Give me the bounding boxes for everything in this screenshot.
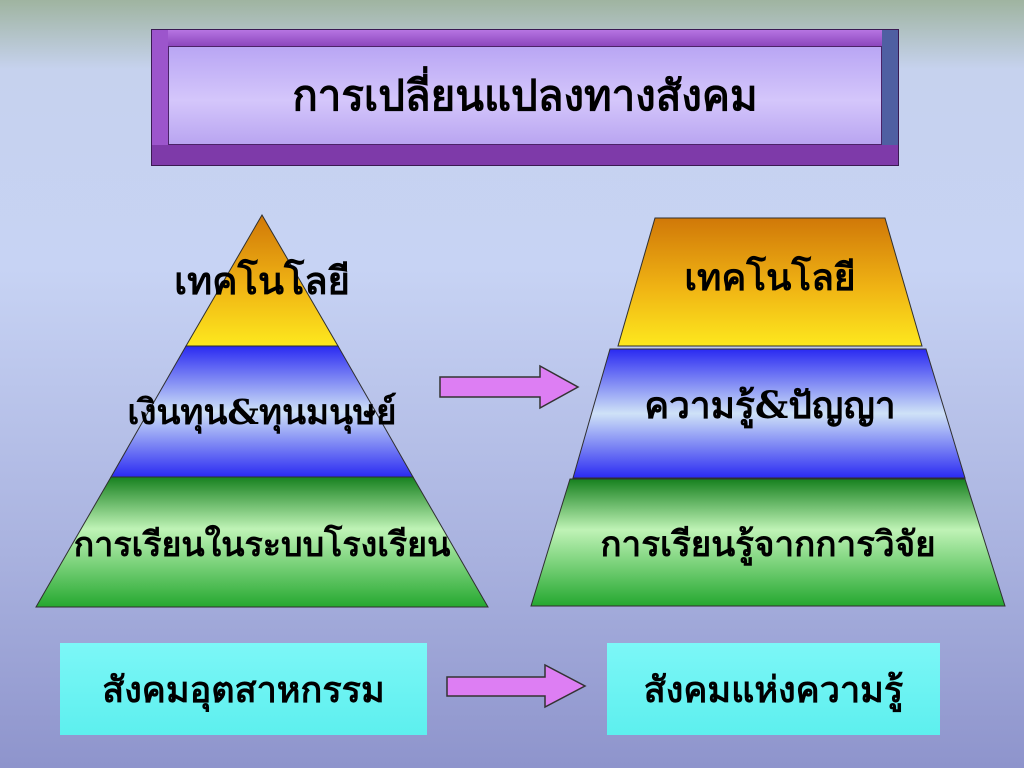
title-bevel-right: [882, 30, 898, 165]
arrow-right-icon: [446, 663, 587, 709]
industrial-society-label: สังคมอุตสาหกรรม: [60, 643, 427, 735]
arrow-right-icon: [439, 364, 580, 410]
page-title: การเปลี่ยนแปลงทางสังคม: [292, 70, 758, 120]
left-pyramid-middle-label: เงินทุน&ทุนมนุษย์: [127, 392, 396, 434]
title-banner: การเปลี่ยนแปลงทางสังคม: [151, 29, 899, 166]
left-pyramid-bottom-layer: [35, 476, 489, 608]
left-pyramid-top-label: เทคโนโลยี: [174, 258, 350, 303]
title-inner-panel: การเปลี่ยนแปลงทางสังคม: [168, 46, 882, 145]
knowledge-society-label: สังคมแห่งความรู้: [607, 643, 940, 735]
right-stack-middle-layer: [572, 348, 966, 479]
title-bevel-bottom: [152, 145, 898, 165]
right-stack-bottom-label: การเรียนรู้จากการวิจัย: [600, 524, 935, 566]
right-stack-middle-label: ความรู้&ปัญญา: [644, 383, 895, 429]
right-stack-top-label: เทคโนโลยี: [684, 255, 855, 299]
right-stack-top-layer: [617, 217, 923, 347]
right-stack-bottom-layer: [530, 478, 1006, 607]
left-pyramid-bottom-label: การเรียนในระบบโรงเรียน: [74, 524, 451, 565]
title-bevel-top: [152, 30, 898, 46]
title-bevel-left: [152, 30, 168, 165]
